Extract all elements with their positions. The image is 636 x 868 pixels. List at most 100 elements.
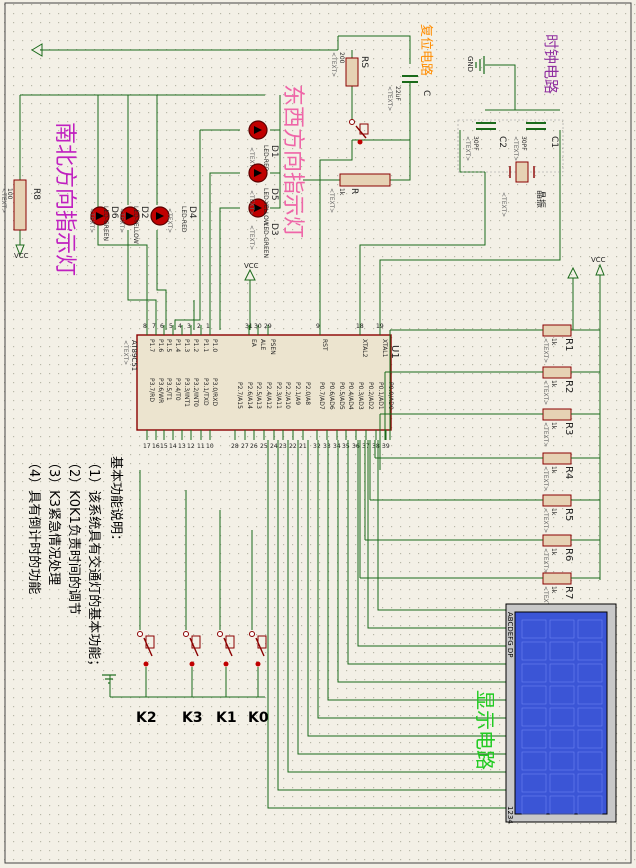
rs-text: <TEXT> [330, 52, 337, 77]
key-k0-contact-bottom [255, 661, 261, 667]
gnd-symbol [475, 56, 485, 74]
p3-pin-num: 10 [206, 443, 214, 450]
vcc-arrow-leds [244, 268, 256, 330]
p1-pin-num: 2 [197, 323, 201, 330]
lcd-cell [577, 641, 603, 661]
p3-pin-num: 15 [160, 443, 168, 450]
lcd-cell [549, 685, 575, 705]
led-d2-type: LED-YELLOW [132, 206, 139, 244]
p0-pin-label: P0.6/AD6 [328, 382, 335, 410]
p2-pin-label: P2.1/A9 [294, 382, 301, 405]
pullup-group: R11k<TEXT>R21k<TEXT>R31k<TEXT>R41k<TEXT>… [267, 324, 600, 809]
lcd-bus-wire [287, 440, 506, 773]
crystal-label: 晶振 [535, 190, 547, 208]
key-k3-contact-bottom [189, 661, 195, 667]
key-k1-contact-bottom [223, 661, 229, 667]
lcd-cell [521, 619, 547, 639]
pullup-r7-val: 1k [550, 586, 557, 594]
p1-pin-label: P1.1 [202, 339, 209, 352]
p2-pin-label: P2.7/A15 [236, 382, 243, 409]
p3-pin-num: 13 [178, 443, 186, 450]
lcd-cell [521, 795, 547, 815]
led-d2-symbol [126, 212, 134, 220]
label-north-south: 南北方向指示灯 [52, 122, 77, 276]
lcd-cell [549, 773, 575, 793]
key-k0-cap [257, 635, 267, 649]
p1-pin-label: P1.6 [157, 339, 164, 352]
pullup-r7-body [542, 572, 572, 585]
r8-resistor: R8 100 <TEXT> VCC [0, 179, 41, 260]
c2-ref: C2 [497, 136, 507, 148]
p0-pin-num: 35 [342, 443, 350, 450]
key-k2-contact-top [137, 631, 143, 637]
lcd-cell [549, 619, 575, 639]
p2-pin-num: 23 [279, 443, 287, 450]
lcd-cell [577, 751, 603, 771]
ctrl-pin-num: 29 [264, 323, 272, 330]
p1-pin-num: 5 [169, 323, 173, 330]
lcd-cell [549, 707, 575, 727]
lcd-bus-wire [357, 440, 506, 647]
vcc-arrow-r8 [15, 244, 25, 257]
label-display: 显示电路 [473, 690, 497, 770]
lcd-cell [549, 729, 575, 749]
notes-line-1: （1）该系统具有交通灯的基本功能； [86, 456, 102, 672]
lcd-bus-wire [297, 440, 506, 755]
ctrl-pin-num: 9 [316, 323, 320, 330]
ctrl-pin-label: EA [250, 339, 257, 348]
key-k1-contact-top [217, 631, 223, 637]
mcu-ref: U1 [389, 345, 400, 359]
lcd-cell [521, 751, 547, 771]
lcd-cell [577, 729, 603, 749]
led-d3-ref: D3 [269, 223, 279, 236]
lcd-digit-labels: 1234 [506, 806, 514, 824]
lcd-display: ABCDEFG DP 1234 [505, 603, 617, 824]
p2-pin-label: P2.6/A14 [246, 382, 253, 409]
lcd-bus-wire [317, 440, 506, 719]
crystal-text: <TEXT> [500, 192, 507, 217]
key-k0-label: K0 [248, 710, 269, 726]
p1-pin-num: 6 [160, 323, 164, 330]
p3-pin-label: P3.6/WR [157, 378, 164, 403]
p0-pin-num: 38 [372, 443, 380, 450]
p1-pin-label: P1.4 [174, 339, 181, 352]
ctrl-pin-num: 30 [254, 323, 262, 330]
lcd-bus-wire [377, 440, 506, 611]
led-d4-ref: D4 [187, 206, 197, 219]
pullup-r6-body [542, 534, 572, 547]
notes-line-2: （2）K0K1负责时间的调节 [66, 456, 82, 615]
pullup-r2-text: <TEXT> [542, 380, 549, 405]
lcd-cell [521, 685, 547, 705]
mcu-pins: P1.01P1.12P1.23P1.34P1.45P1.56P1.67P1.78… [143, 323, 394, 450]
p2-pin-label: P2.0/A8 [304, 382, 311, 405]
lcd-bus-wire [337, 440, 506, 683]
lcd-bus-wire [347, 440, 506, 665]
p1-pin-label: P1.2 [192, 339, 199, 352]
led-d3-type: LED-GREEN [262, 223, 269, 258]
led-d6-type: LED-GREEN [102, 206, 109, 241]
p0-pin-label: P0.2/AD2 [367, 382, 374, 410]
p0-pin-label: P0.4/AD4 [347, 382, 354, 410]
lcd-cell [521, 707, 547, 727]
led-d1-ref: D1 [269, 145, 279, 158]
key-k2-label: K2 [136, 710, 157, 726]
pullup-r2-ref: R2 [563, 380, 574, 393]
lcd-bus-wire [327, 440, 506, 701]
pullup-r5-text: <TEXT> [542, 508, 549, 533]
led-d4-symbol [156, 212, 164, 220]
lcd-cell [549, 641, 575, 661]
notes-line-3: （3）K3紧急情况处理 [46, 456, 61, 585]
lcd-cell [577, 707, 603, 727]
key-k1-lever [223, 637, 233, 657]
p1-pin-label: P1.3 [183, 339, 190, 352]
ctrl-pin-num: 31 [245, 323, 253, 330]
pullup-r1-body [542, 324, 572, 337]
led-d5-type: LED-YELLOW [262, 188, 269, 226]
p0-pin-num: 37 [362, 443, 370, 450]
p3-pin-label: P3.1/TXD [202, 378, 209, 406]
lcd-cell [577, 773, 603, 793]
lcd-cell [521, 641, 547, 661]
key-k2-contact-bottom [143, 661, 149, 667]
